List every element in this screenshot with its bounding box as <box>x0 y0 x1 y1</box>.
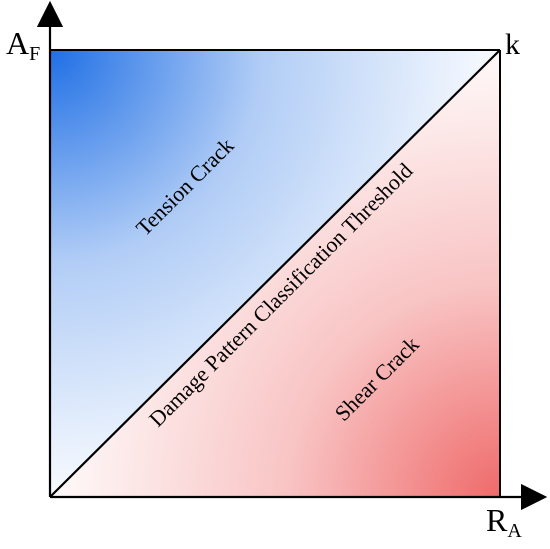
y-axis-label: AF <box>6 25 40 65</box>
corner-label: k <box>505 28 520 61</box>
x-axis-label: RA <box>486 502 522 542</box>
threshold-line <box>49 49 501 498</box>
